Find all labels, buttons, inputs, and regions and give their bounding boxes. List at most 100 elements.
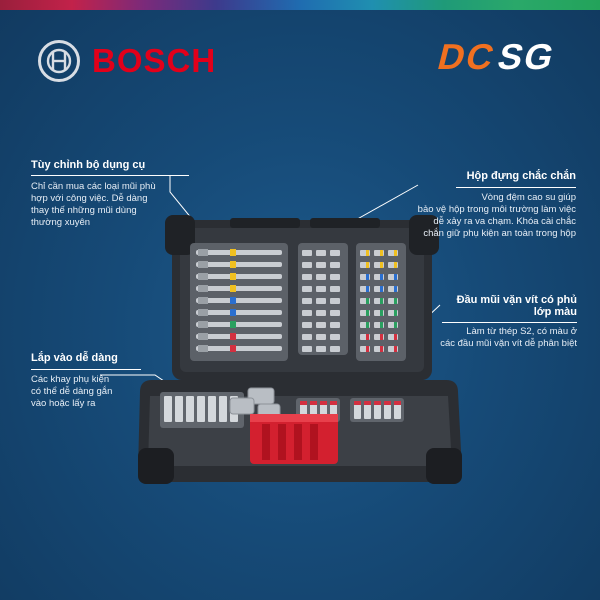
- callout-customize-text: Chỉ cần mua các loại mũi phù hợp với côn…: [31, 181, 186, 229]
- bit-color-ring: [380, 346, 383, 352]
- lower-bit: [374, 401, 381, 419]
- text-line: bảo vệ hộp trong môi trường làm việc: [417, 204, 576, 215]
- callout-easy-fit-title: Lắp vào dễ dàng: [31, 352, 118, 364]
- callout-easy-fit-text: Các khay phụ kiện có thể dễ dàng gắn vào…: [31, 374, 141, 410]
- text-line: các đầu mũi vặn vít dễ phân biệt: [440, 338, 577, 349]
- bit-color-ring: [380, 310, 383, 316]
- bit-color-ring: [380, 262, 383, 268]
- bit-color-ring: [384, 401, 391, 405]
- short-bit: [302, 322, 312, 328]
- bit-color-ring: [330, 401, 337, 405]
- short-bit: [302, 274, 312, 280]
- bit-color-ring: [394, 334, 397, 340]
- callout-color-bits-title: Đầu mũi vặn vít có phủ lớp màu: [407, 294, 577, 318]
- text-line: chắn giữ phụ kiện an toàn trong hộp: [423, 228, 576, 239]
- bit-holder: [198, 309, 208, 316]
- lower-bit: [175, 396, 183, 422]
- lower-bit: [208, 396, 216, 422]
- text-line: hợp với công việc. Dễ dàng: [31, 193, 148, 204]
- short-bit: [330, 322, 340, 328]
- bit-color-ring: [394, 262, 397, 268]
- bit-color-ring: [230, 273, 236, 280]
- callout-underline: [31, 175, 189, 176]
- bit-color-ring: [230, 249, 236, 256]
- bit-color-ring: [230, 285, 236, 292]
- bit-color-ring: [366, 310, 369, 316]
- bit-color-ring: [230, 345, 236, 352]
- bit-holder: [198, 273, 208, 280]
- bit-holder: [198, 345, 208, 352]
- bit-color-ring: [230, 333, 236, 340]
- bit-color-ring: [394, 322, 397, 328]
- lower-bit: [186, 396, 194, 422]
- short-bit: [316, 334, 326, 340]
- lower-bit: [197, 396, 205, 422]
- short-bit: [316, 286, 326, 292]
- bit-color-ring: [394, 286, 397, 292]
- bit-color-ring: [366, 274, 369, 280]
- text-line: Chỉ cần mua các loại mũi phù: [31, 181, 156, 192]
- short-bit: [316, 298, 326, 304]
- short-bit: [330, 298, 340, 304]
- bit-holder: [198, 249, 208, 256]
- short-bit: [302, 346, 312, 352]
- callout-easy-fit: Lắp vào dễ dàng Các khay phụ kiện có thể…: [31, 352, 141, 410]
- bit-color-ring: [230, 297, 236, 304]
- short-bit: [316, 274, 326, 280]
- lower-bit: [384, 401, 391, 419]
- text-line: thường xuyên: [31, 217, 91, 228]
- text-line: Làm từ thép S2, có màu ở: [466, 326, 577, 337]
- short-bit: [330, 250, 340, 256]
- bit-color-ring: [366, 298, 369, 304]
- bit-color-ring: [320, 401, 327, 405]
- short-bit: [316, 262, 326, 268]
- text-line: có thể dễ dàng gắn: [31, 386, 113, 397]
- bit-color-ring: [394, 274, 397, 280]
- bit-color-ring: [380, 298, 383, 304]
- bit-color-ring: [310, 401, 317, 405]
- bit-color-ring: [374, 401, 381, 405]
- lower-bit: [354, 401, 361, 419]
- bit-holder: [198, 297, 208, 304]
- bit-color-ring: [380, 250, 383, 256]
- bit-color-ring: [230, 309, 236, 316]
- short-bit: [302, 298, 312, 304]
- bosch-wordmark: BOSCH: [92, 42, 217, 79]
- dcsg-logo: DC SG: [432, 36, 572, 81]
- bit-color-ring: [366, 262, 369, 268]
- long-bit: [196, 298, 282, 303]
- bit-color-ring: [380, 286, 383, 292]
- bit-color-ring: [380, 322, 383, 328]
- long-bit: [196, 286, 282, 291]
- svg-text:DC: DC: [434, 37, 500, 76]
- callout-color-bits-text: Làm từ thép S2, có màu ở các đầu mũi vặn…: [407, 326, 577, 350]
- short-bit: [316, 346, 326, 352]
- lower-bit: [164, 396, 172, 422]
- bit-color-ring: [354, 401, 361, 405]
- callout-sturdy-case-title: Hộp đựng chắc chắn: [466, 170, 576, 182]
- short-bit: [330, 346, 340, 352]
- title-line: Đầu mũi vặn vít có phủ: [456, 294, 577, 306]
- text-line: thay thế những mũi dùng: [31, 205, 137, 216]
- bit-color-ring: [394, 310, 397, 316]
- short-bit: [330, 274, 340, 280]
- callout-underline: [456, 187, 576, 188]
- bit-color-ring: [366, 322, 369, 328]
- bit-color-ring: [394, 250, 397, 256]
- text-line: Các khay phụ kiện: [31, 374, 110, 385]
- bit-color-ring: [380, 274, 383, 280]
- bit-color-ring: [380, 334, 383, 340]
- bit-holder: [198, 285, 208, 292]
- long-bit: [196, 262, 282, 267]
- short-bit: [302, 334, 312, 340]
- short-bit: [302, 310, 312, 316]
- bit-color-ring: [364, 401, 371, 405]
- bit-color-ring: [230, 261, 236, 268]
- long-bit: [196, 322, 282, 327]
- long-bit: [196, 310, 282, 315]
- long-bit: [196, 346, 282, 351]
- bosch-armature-icon: [38, 40, 80, 82]
- text-line: vào hoặc lấy ra: [31, 398, 96, 409]
- title-line: lớp màu: [533, 306, 577, 318]
